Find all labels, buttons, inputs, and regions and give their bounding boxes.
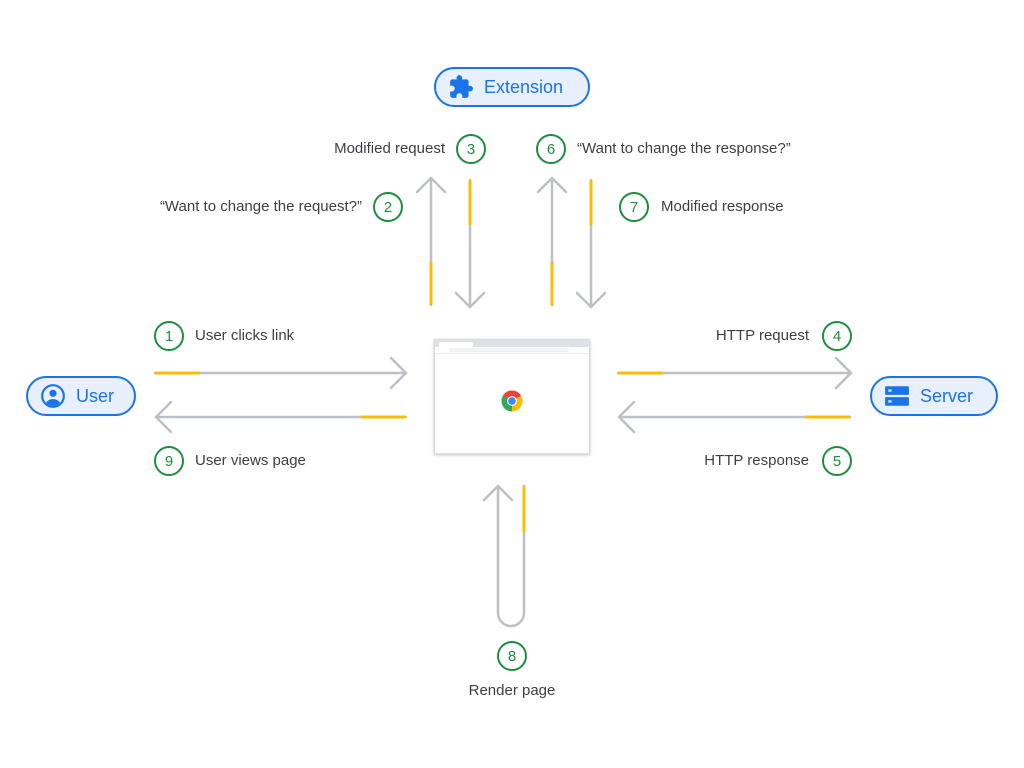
step-1-label: User clicks link [195, 327, 295, 344]
arrow-render-page [482, 484, 526, 628]
step-9-label: User views page [195, 452, 306, 469]
step-6-label: “Want to change the response?” [577, 140, 791, 157]
step-2-label: “Want to change the request?” [159, 198, 362, 215]
step-6-badge: 6 [536, 134, 566, 164]
step-1-badge: 1 [154, 321, 184, 351]
step-9-badge: 9 [154, 446, 184, 476]
step-5-label: HTTP response [704, 452, 809, 469]
browser-window [434, 339, 590, 454]
chrome-logo-icon [501, 390, 523, 412]
browser-tab [439, 342, 473, 347]
step-5-badge: 5 [822, 446, 852, 476]
puzzle-piece-icon [450, 75, 473, 98]
server-label: Server [920, 385, 974, 406]
accent-segments [155, 180, 850, 532]
step-3-badge: 3 [456, 134, 486, 164]
extension-label: Extension [484, 76, 564, 97]
step-7-label: Modified response [661, 198, 784, 215]
step-8-label: Render page [468, 682, 556, 699]
user-node: User [26, 376, 136, 416]
browser-url-field [449, 348, 569, 352]
step-4-badge: 4 [822, 321, 852, 351]
browser-omnibox [435, 347, 589, 354]
step-2-badge: 2 [373, 192, 403, 222]
step-3-label: Modified request [334, 140, 445, 157]
user-label: User [76, 385, 115, 406]
step-4-label: HTTP request [715, 327, 809, 344]
server-icon [885, 386, 909, 406]
extension-node: Extension [434, 67, 590, 107]
server-node: Server [870, 376, 998, 416]
browser-tab-bar [435, 340, 589, 347]
step-7-badge: 7 [619, 192, 649, 222]
step-8-badge: 8 [497, 641, 527, 671]
account-circle-icon [41, 384, 65, 408]
